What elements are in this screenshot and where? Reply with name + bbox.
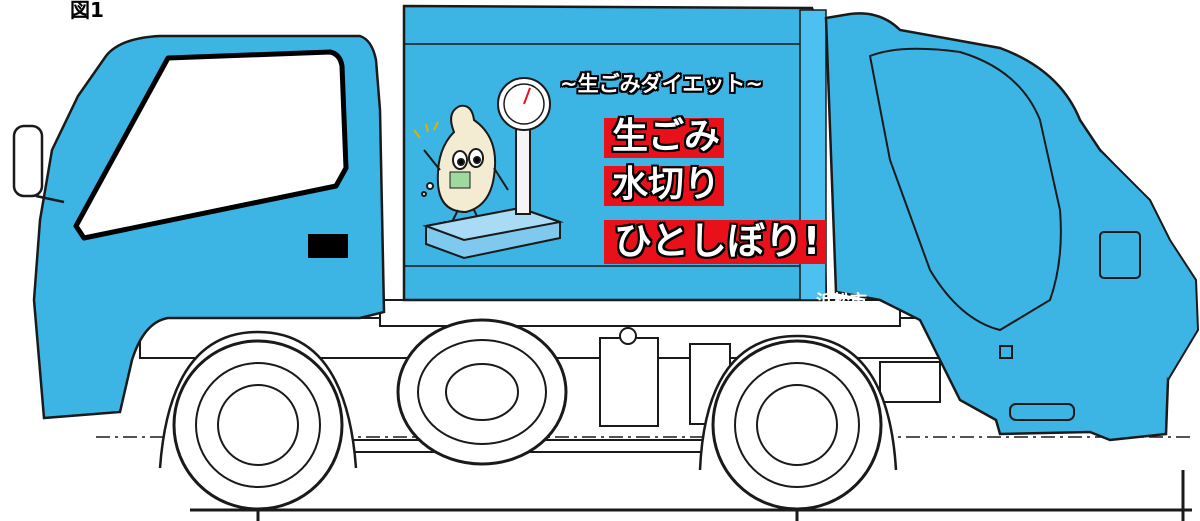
slogan-line-2-text: 水切り [612, 164, 721, 205]
rear-grille [1099, 231, 1141, 279]
slogan-line-2: 水切り [604, 164, 725, 206]
city-name: 浜松市 [816, 292, 867, 312]
cab-window [73, 49, 349, 241]
side-mirror [12, 124, 65, 204]
slogan-line-3-text: ひとしぼり! [614, 219, 821, 263]
figure-label: 図1 [70, 0, 104, 22]
garbage-bag-mascot-icon [413, 104, 509, 223]
spare-tire [396, 318, 568, 466]
front-wheel [158, 330, 358, 511]
door-handle [308, 234, 348, 258]
slogan-line-1-text: 生ごみ [612, 116, 721, 157]
rear-bumper [1009, 403, 1075, 421]
slogan-line-1: 生ごみ [604, 116, 725, 158]
rear-packer-panel [868, 47, 1062, 332]
slogan-line-3: ひとしぼり! [604, 219, 827, 264]
weighing-scale-icon [422, 77, 564, 260]
rear-packer-frame [1099, 149, 1200, 381]
rear-wheel [698, 334, 898, 511]
slogan-title: ~生ごみダイエット~ [560, 72, 763, 96]
rear-packer [824, 12, 1170, 442]
rear-lamp [999, 345, 1013, 359]
